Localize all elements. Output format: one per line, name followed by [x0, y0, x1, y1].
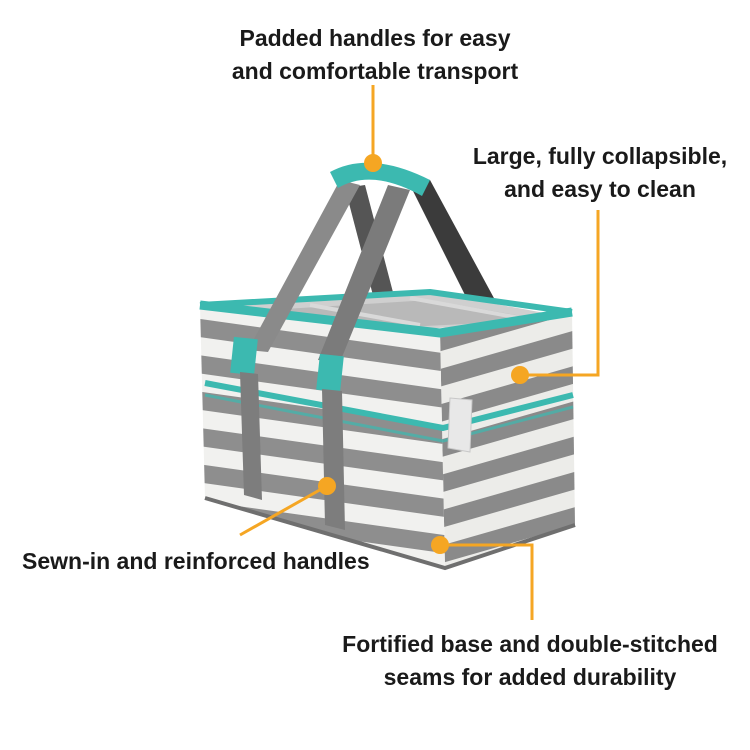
callout-handles-line2: and comfortable transport [231, 58, 519, 84]
callout-base-line2: seams for added durability [383, 664, 677, 690]
front-handle [230, 162, 430, 530]
pocket-trim [204, 380, 574, 443]
callout-sewn: Sewn-in and reinforced handles [22, 545, 382, 578]
callout-base: Fortified base and double-stitched seams… [330, 628, 730, 694]
callout-dot-collapsible [511, 366, 529, 384]
velcro-tab [447, 397, 473, 453]
callout-handles-line1: Padded handles for easy [239, 25, 511, 51]
callout-handles: Padded handles for easy and comfortable … [190, 22, 560, 88]
callout-dot-base [431, 536, 449, 554]
callout-collapsible: Large, fully collapsible, and easy to cl… [455, 140, 745, 206]
tote-front-panel [200, 305, 445, 568]
callout-collapsible-line1: Large, fully collapsible, [472, 143, 728, 169]
callout-lines [239, 85, 600, 620]
callout-sewn-line1: Sewn-in and reinforced handles [22, 548, 370, 574]
callout-dot-sewn [318, 477, 336, 495]
callout-base-line1: Fortified base and double-stitched [342, 631, 718, 657]
callout-collapsible-line2: and easy to clean [504, 176, 696, 202]
callout-dot-handles [364, 154, 382, 172]
tote-base-edge [204, 496, 576, 571]
